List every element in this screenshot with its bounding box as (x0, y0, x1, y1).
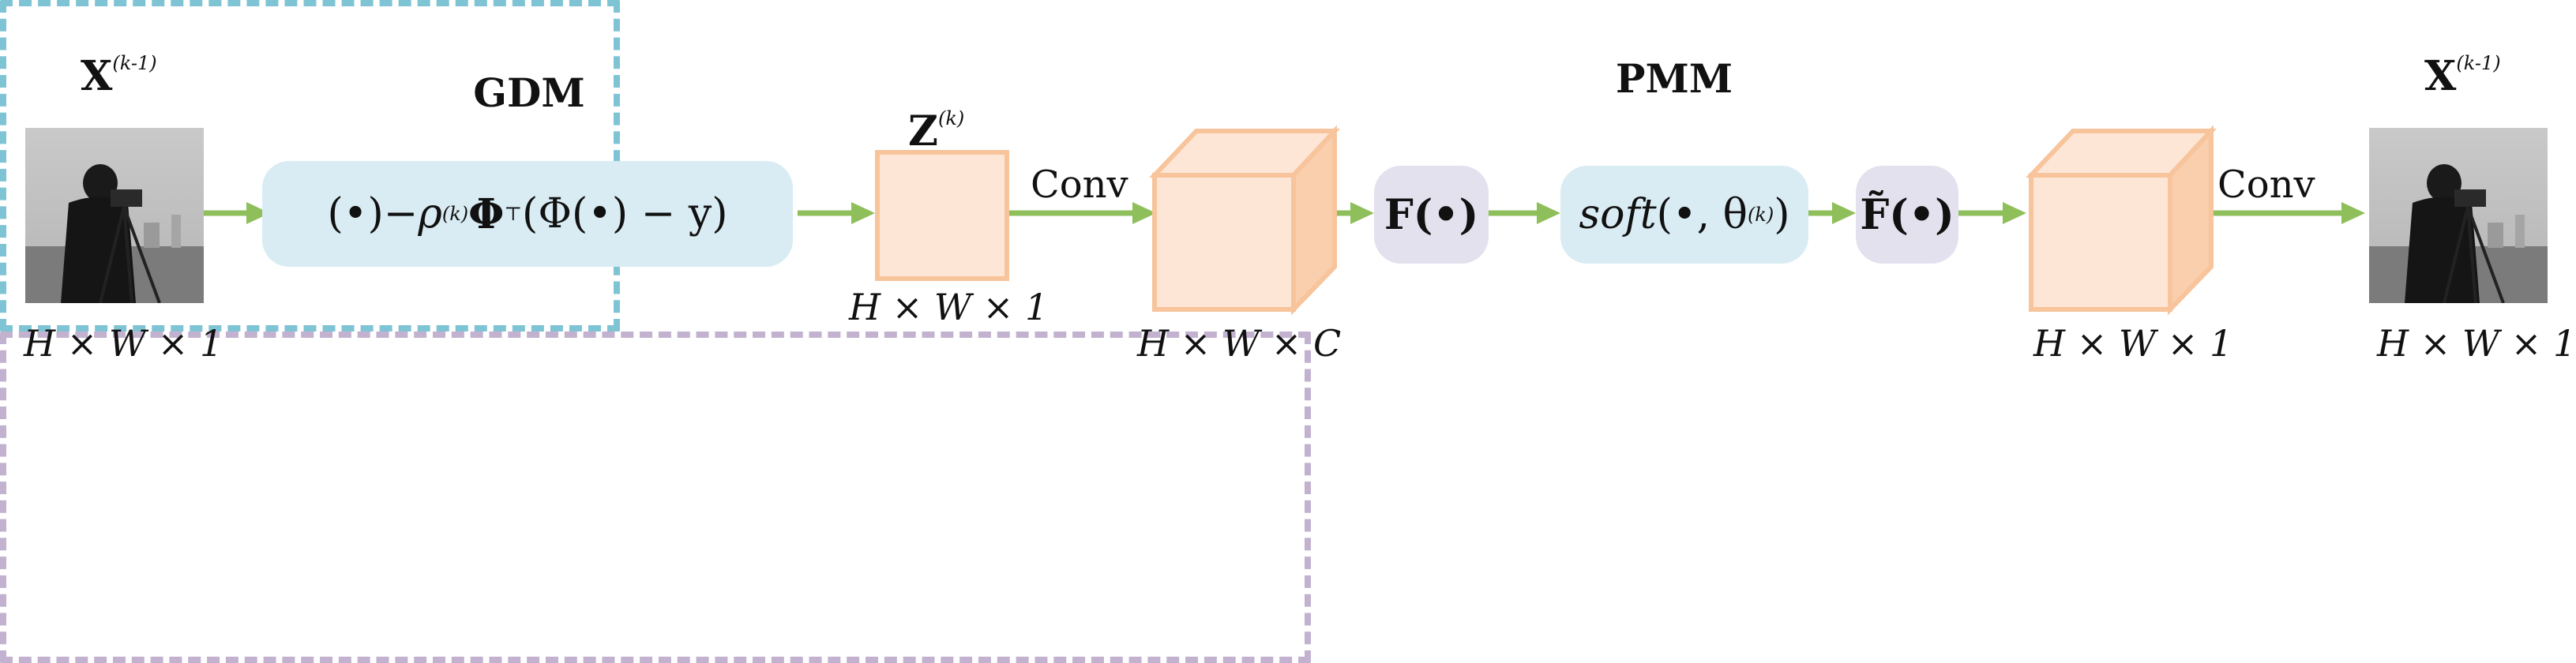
F-tilde-transform-pill: F̃(•) (1856, 166, 1958, 264)
conv-label-right: Conv (2217, 163, 2315, 207)
z-symbol: Z (908, 107, 938, 155)
soft-close: ) (1774, 191, 1790, 238)
gdm-rho: ρ (418, 190, 442, 238)
cameraman-thumbnail-right (2369, 128, 2548, 303)
gdm-phi-superscript: ⊤ (504, 203, 523, 225)
gdm-minus: − (383, 190, 419, 238)
soft-theta-superscript: (k) (1747, 204, 1774, 226)
gdm-formula-pill: (•) − ρ(k) Φ⊤ (Φ(•) − y) (262, 161, 793, 267)
gdm-inner-term: (Φ(•) − y) (522, 190, 728, 238)
soft-args: (•, θ (1656, 191, 1748, 238)
F-transform-pill: F(•) (1374, 166, 1489, 264)
cube-left-dimension: H × W × C (1137, 322, 1342, 365)
input-image (25, 128, 204, 303)
F-transform-text: F(•) (1384, 190, 1479, 239)
arrowhead-1 (246, 202, 270, 224)
arrowhead-5 (1537, 202, 1560, 224)
soft-threshold-pill: soft (•, θ(k)) (1560, 166, 1808, 264)
gdm-rho-superscript: (k) (441, 203, 469, 225)
gdm-open-dot: (•) (327, 190, 384, 238)
cube-right-dimension: H × W × 1 (2033, 322, 2233, 365)
feature-cube-right (2026, 125, 2217, 316)
conv-label-left: Conv (1031, 163, 1128, 207)
F-tilde-transform-text: F̃(•) (1860, 190, 1955, 239)
flow-arrows (204, 125, 2365, 316)
output-x-symbol: X (2424, 52, 2457, 100)
output-x-label: X(k-1) (2424, 52, 2501, 100)
arrowhead-7 (2003, 202, 2026, 224)
z-label: Z(k) (908, 107, 964, 155)
gdm-title: GDM (473, 69, 585, 116)
arrowhead-4 (1350, 202, 1374, 224)
arrowhead-2 (851, 202, 875, 224)
input-x-superscript: (k-1) (112, 52, 157, 74)
input-dimension: H × W × 1 (24, 322, 223, 365)
pmm-title: PMM (1615, 55, 1733, 102)
z-feature-square (875, 150, 1009, 281)
arrowhead-8 (2341, 202, 2365, 224)
z-dimension: H × W × 1 (849, 286, 1049, 328)
input-x-symbol: X (81, 52, 113, 100)
feature-cube-left (1149, 125, 1340, 316)
cameraman-thumbnail-left (25, 128, 204, 303)
arrowhead-6 (1832, 202, 1856, 224)
soft-text: soft (1579, 191, 1657, 238)
output-x-superscript: (k-1) (2456, 52, 2501, 74)
output-dimension: H × W × 1 (2377, 322, 2576, 365)
arrowhead-3 (1132, 202, 1156, 224)
z-superscript: (k) (937, 107, 965, 129)
input-x-label: X(k-1) (81, 52, 157, 100)
output-image (2369, 128, 2548, 303)
gdm-phi: Φ (468, 189, 505, 238)
